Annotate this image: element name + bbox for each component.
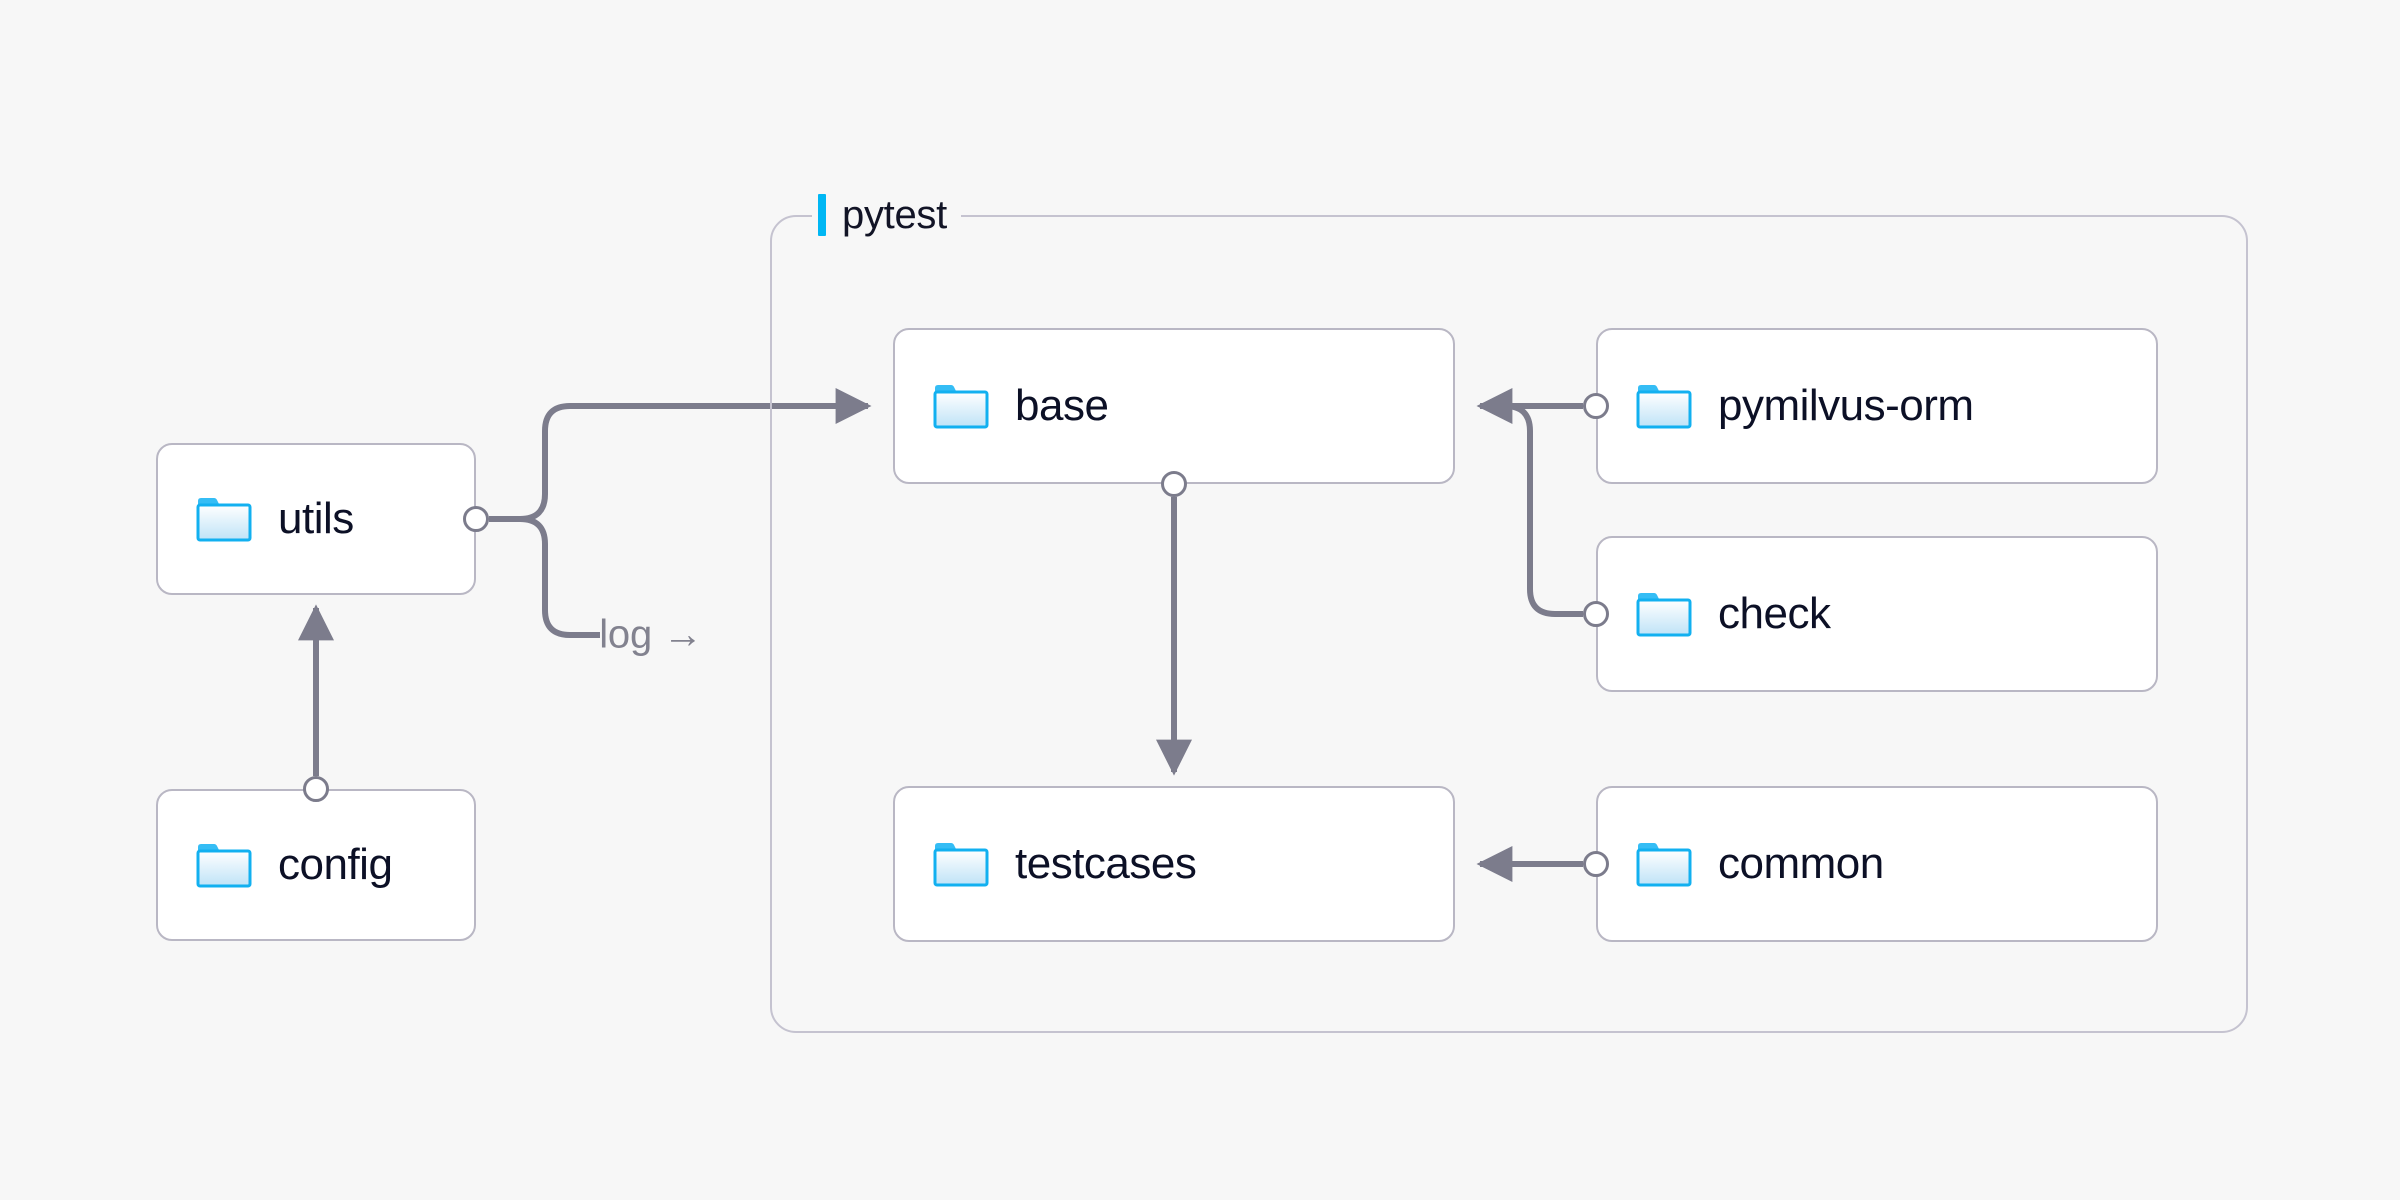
node-config-label: config	[278, 840, 393, 889]
port-utils-right[interactable]	[463, 506, 489, 532]
folder-icon	[196, 844, 252, 888]
folder-icon	[1636, 593, 1692, 637]
port-common-left[interactable]	[1583, 851, 1609, 877]
node-utils[interactable]: utils	[156, 443, 476, 595]
node-config[interactable]: config	[156, 789, 476, 941]
node-testcases-label: testcases	[1015, 839, 1197, 888]
node-utils-label: utils	[278, 494, 354, 543]
edge-label-log-arrow-icon: →	[662, 612, 703, 657]
folder-icon	[1636, 385, 1692, 429]
edge-utils-log	[489, 516, 600, 638]
group-pytest-label: pytest	[812, 188, 961, 242]
folder-icon	[196, 498, 252, 542]
node-check-label: check	[1718, 589, 1831, 638]
group-pytest[interactable]	[770, 215, 2248, 1033]
edge-label-log: log →	[599, 613, 703, 658]
port-pymilvus-orm-left[interactable]	[1583, 393, 1609, 419]
group-accent-bar	[818, 194, 826, 236]
node-base-label: base	[1015, 381, 1109, 430]
node-pymilvus-orm[interactable]: pymilvus-orm	[1596, 328, 2158, 484]
node-check[interactable]: check	[1596, 536, 2158, 692]
node-testcases[interactable]: testcases	[893, 786, 1455, 942]
port-check-left[interactable]	[1583, 601, 1609, 627]
port-config-top[interactable]	[303, 776, 329, 802]
edge-label-log-text: log	[599, 612, 653, 657]
node-pymilvus-orm-label: pymilvus-orm	[1718, 381, 1974, 430]
group-title-text: pytest	[842, 192, 947, 237]
node-base[interactable]: base	[893, 328, 1455, 484]
folder-icon	[1636, 843, 1692, 887]
port-base-bottom[interactable]	[1161, 471, 1187, 497]
folder-icon	[933, 385, 989, 429]
node-common[interactable]: common	[1596, 786, 2158, 942]
node-common-label: common	[1718, 839, 1884, 888]
folder-icon	[933, 843, 989, 887]
